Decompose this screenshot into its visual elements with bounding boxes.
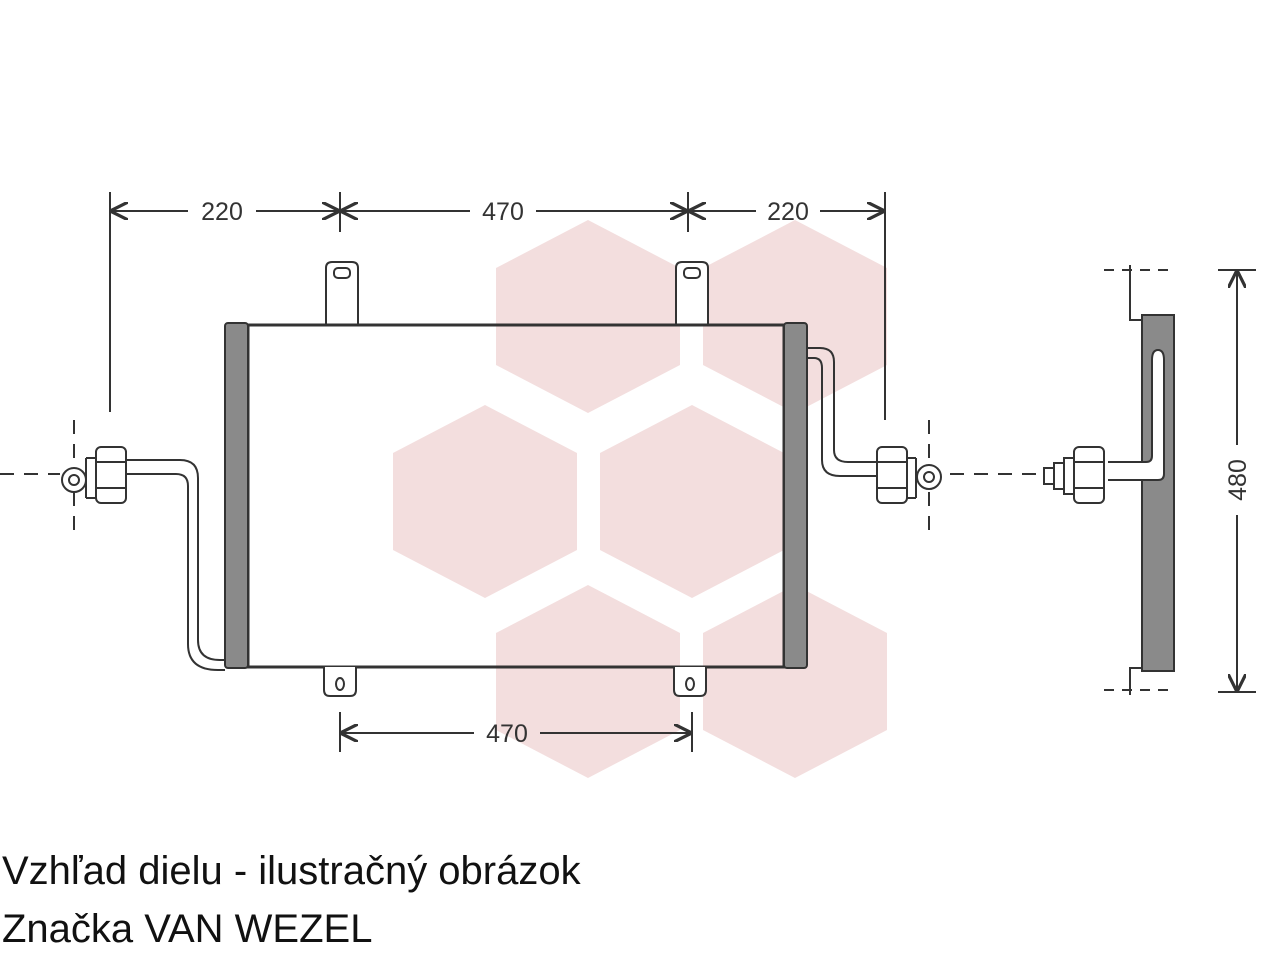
- right-connector-fitting: [876, 420, 1040, 534]
- condenser-core: [224, 322, 808, 669]
- bottom-dimension-lines: [339, 712, 693, 752]
- dimension-top-left: 220: [201, 198, 243, 226]
- dimension-height: 480: [1224, 459, 1252, 501]
- top-mounting-brackets: [325, 261, 709, 325]
- caption-brand: Značka VAN WEZEL: [2, 907, 373, 951]
- brand-watermark-icon: [393, 220, 887, 778]
- condenser-technical-drawing: 220 470 220: [0, 192, 1256, 778]
- side-view: [1043, 265, 1175, 695]
- height-dimension-lines: [1218, 269, 1256, 693]
- caption-illustrative-note: Vzhľad dielu - ilustračný obrázok: [2, 849, 581, 893]
- right-pipe: [807, 347, 880, 477]
- left-connector-fitting: [0, 420, 127, 534]
- dimension-top-right: 220: [767, 198, 809, 226]
- dimension-top-middle: 470: [482, 198, 524, 226]
- left-pipe: [125, 459, 225, 671]
- top-dimension-lines: [109, 192, 886, 420]
- dimension-bottom: 470: [486, 720, 528, 748]
- bottom-mounting-brackets: [323, 667, 707, 697]
